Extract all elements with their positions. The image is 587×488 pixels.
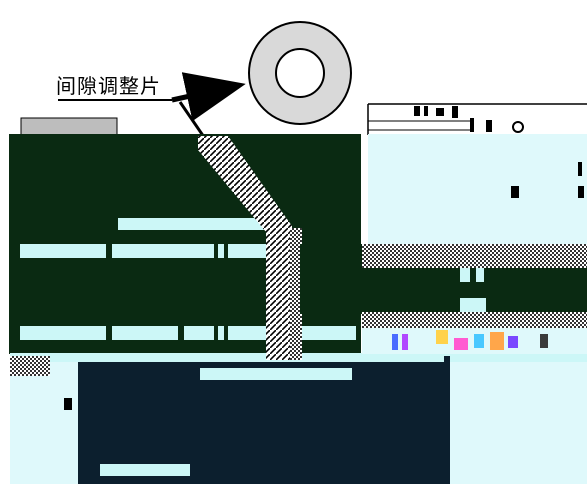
right-cyan-panel: [368, 134, 587, 244]
lower-bottom-band: [92, 464, 198, 476]
callout-arrow-icon: [58, 72, 246, 141]
lower-navy-housing: [78, 362, 444, 484]
colored-strip: [362, 328, 587, 354]
lower-top-band: [200, 368, 360, 380]
lower-marks: [10, 356, 450, 484]
hatched-shaft: [198, 136, 302, 360]
top-right-frame: [367, 103, 587, 135]
lower-light-left: [10, 362, 78, 484]
right-small-marks: [460, 268, 486, 312]
right-hatched-strip-top: [362, 244, 587, 268]
ring-shim-icon: [248, 21, 352, 125]
band-ticks: [106, 244, 228, 350]
right-panel-marks: [511, 162, 584, 198]
right-hatched-strip-bottom: [362, 312, 587, 328]
gap-shim-label: 间隙调整片: [56, 74, 161, 98]
lower-light-right: [444, 362, 587, 484]
